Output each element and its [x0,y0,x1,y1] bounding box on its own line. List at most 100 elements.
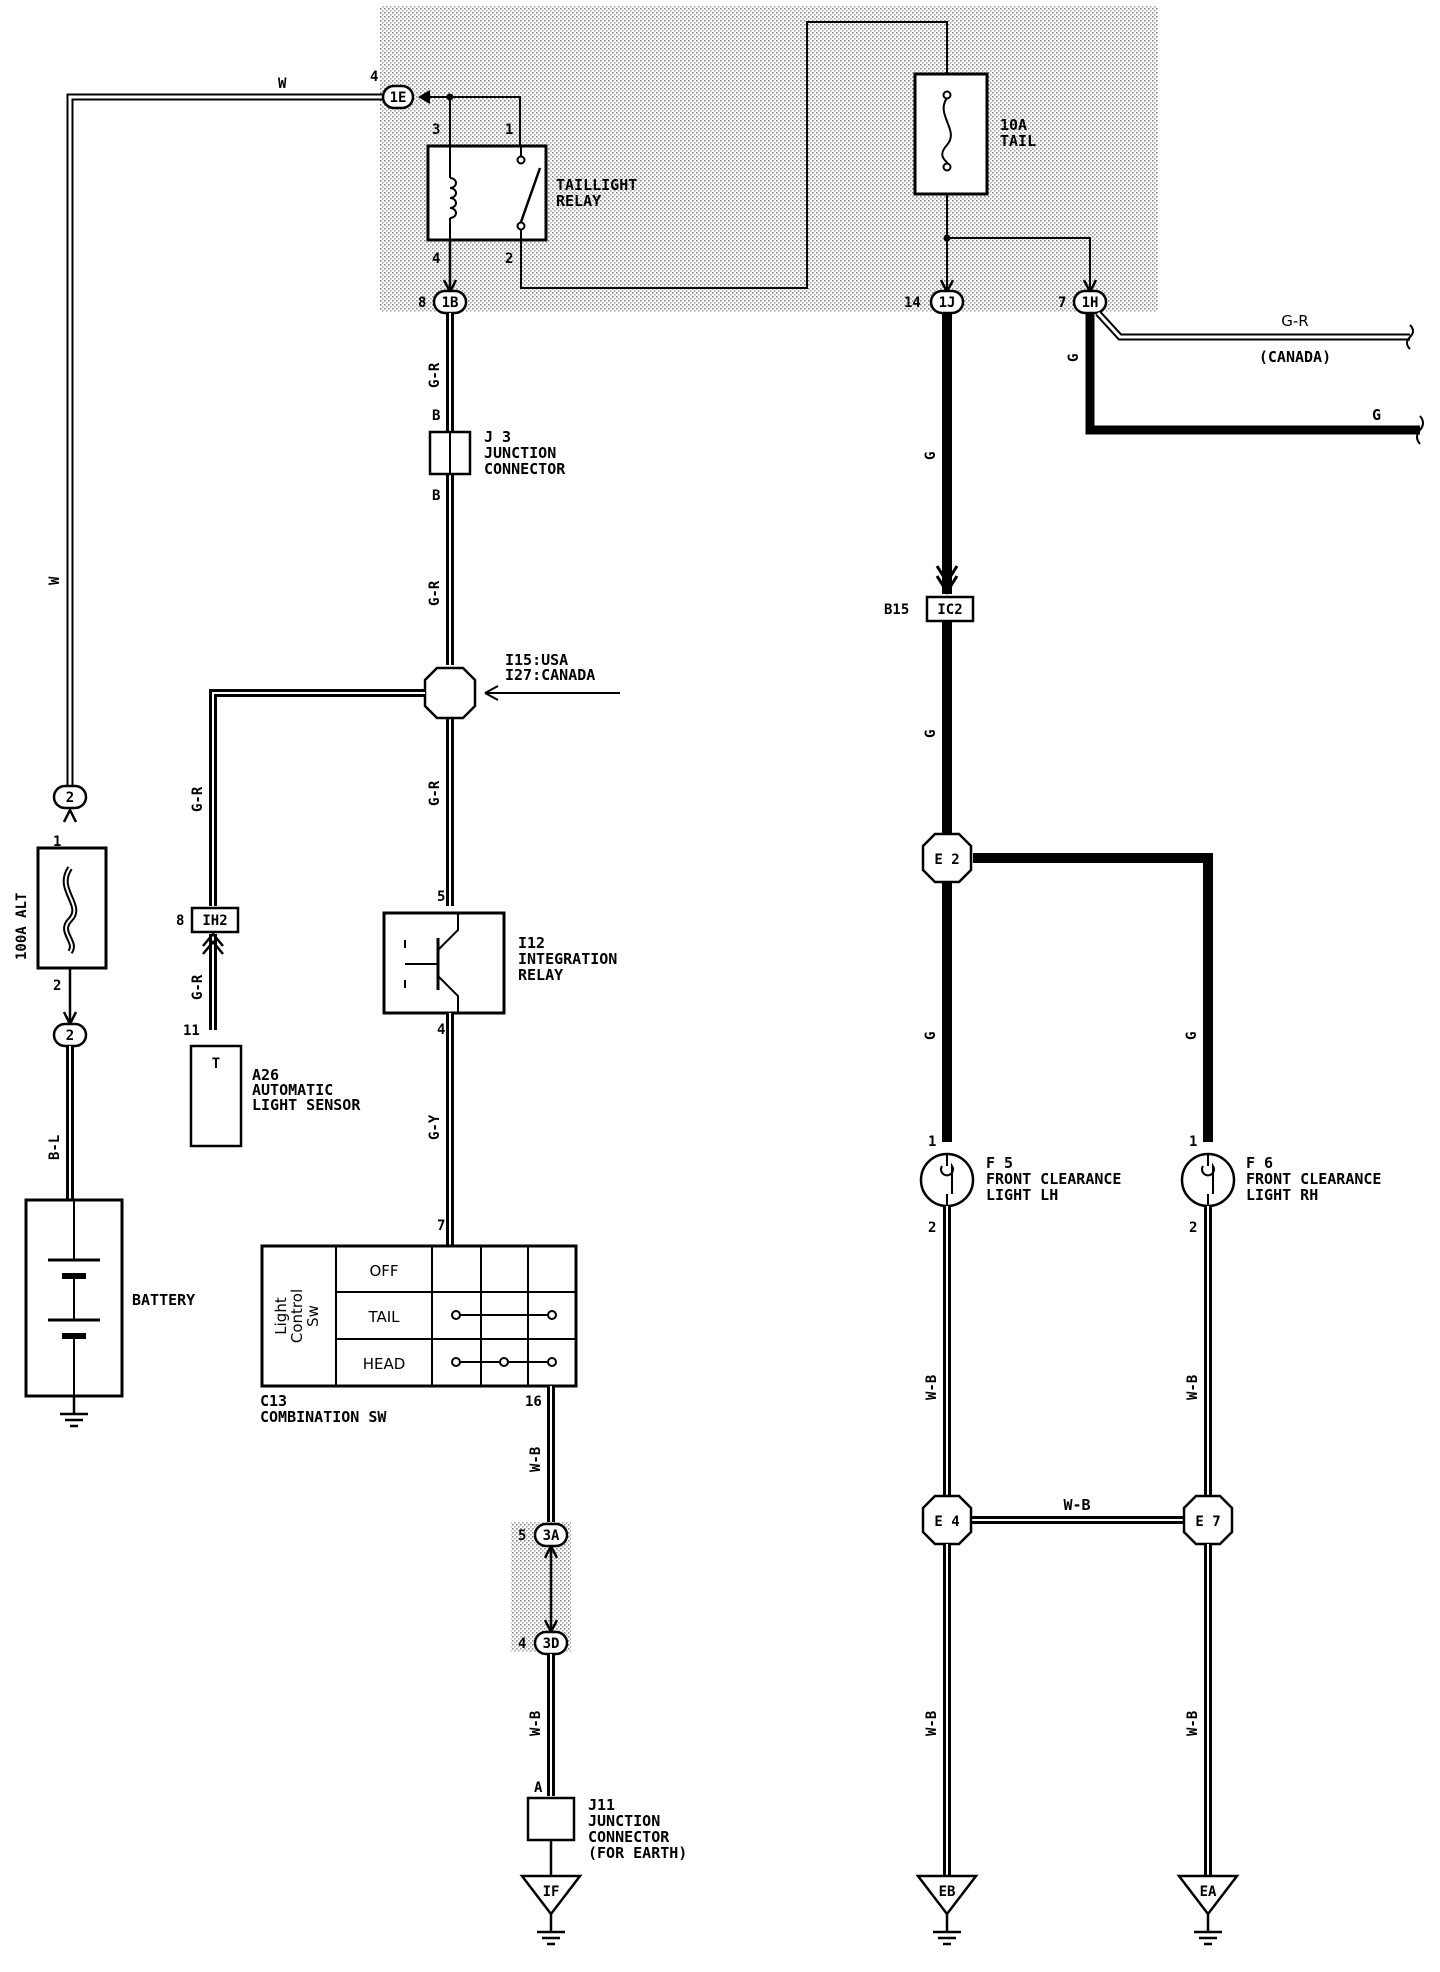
svg-text:5: 5 [437,889,445,905]
svg-text:14: 14 [904,295,921,311]
svg-text:100A ALT: 100A ALT [14,893,30,960]
svg-text:A: A [534,1780,543,1796]
connector-1j: 1J 14 [904,289,965,315]
svg-text:LightControlSw: LightControlSw [272,1289,322,1343]
wire-wb-to-grounds: W-B W-B [924,1544,1212,1876]
svg-text:EB: EB [939,1884,956,1900]
svg-text:G: G [923,730,939,738]
svg-text:T: T [212,1056,220,1072]
svg-text:8: 8 [176,913,184,929]
c13-row-head: HEAD [363,1355,406,1373]
wire-gy: G-Y 7 [427,1013,454,1246]
svg-text:16: 16 [525,1394,542,1410]
fuse-label-1: 10A [1000,116,1027,134]
svg-text:1B: 1B [442,295,459,311]
svg-text:4: 4 [370,69,378,85]
svg-text:4: 4 [432,251,440,267]
svg-text:3A: 3A [543,1528,560,1544]
wire-w-battery-feed [66,93,383,786]
svg-text:7: 7 [437,1218,445,1234]
svg-text:2: 2 [1189,1220,1197,1236]
svg-text:1H: 1H [1082,295,1099,311]
svg-text:5: 5 [518,1528,526,1544]
svg-text:G-Y: G-Y [427,1114,443,1140]
svg-text:W-B: W-B [1063,1496,1090,1514]
svg-text:1J: 1J [939,295,956,311]
svg-text:2: 2 [928,1220,936,1236]
svg-text:G-R: G-R [190,974,206,1000]
svg-text:IH2: IH2 [202,913,227,929]
wire-wb-c13-ground: W-B 3A 5 3D 4 W-B [511,1386,571,1796]
svg-text:W: W [47,576,63,585]
svg-text:3: 3 [432,122,440,138]
splice-e4: E 4 [921,1494,973,1546]
svg-text:2: 2 [66,790,74,806]
svg-text:G-R: G-R [427,580,443,606]
splice-e7: E 7 [1182,1494,1234,1546]
svg-text:8: 8 [418,295,426,311]
svg-text:G: G [1184,1032,1200,1040]
svg-text:BATTERY: BATTERY [132,1291,195,1309]
wire-wb-clearance: W-B W-B W-B [924,1206,1212,1524]
c13-row-tail: TAIL [367,1308,400,1326]
svg-text:2: 2 [66,1028,74,1044]
svg-text:G: G [923,452,939,460]
svg-text:7: 7 [1058,295,1066,311]
svg-text:W-B: W-B [528,1711,544,1736]
wire-bl: B-L W W [47,76,287,1200]
wire-to-light-sensor: G-R G-R [190,689,425,1030]
svg-text:W-B: W-B [924,1375,940,1400]
svg-text:G-R: G-R [1281,312,1308,330]
svg-text:B-L: B-L [47,1135,63,1160]
svg-text:W: W [278,76,287,92]
c13-row-off: OFF [369,1262,398,1280]
svg-text:IC2: IC2 [937,602,962,618]
svg-text:E 2: E 2 [934,852,959,868]
svg-text:W-B: W-B [1185,1375,1201,1400]
connector-1e: 1E 4 [370,69,430,110]
svg-text:EA: EA [1200,1884,1217,1900]
svg-text:G: G [1066,354,1082,362]
svg-text:G: G [923,1032,939,1040]
alt-fuse-100a: 2 1 100A ALT 2 2 [14,784,108,1048]
battery: BATTERY [24,1198,195,1428]
svg-text:IF: IF [543,1884,560,1900]
svg-text:G-R: G-R [427,780,443,806]
wire-relay-to-fuse [520,21,948,289]
svg-text:W-B: W-B [528,1447,544,1472]
svg-text:W-B: W-B [924,1711,940,1736]
svg-text:4: 4 [518,1636,526,1652]
svg-text:3D: 3D [543,1636,560,1652]
connector-1b: 1B 8 [418,289,468,315]
svg-text:(CANADA): (CANADA) [1259,348,1331,366]
svg-text:E 7: E 7 [1195,1514,1220,1530]
connector-1h: 1H 7 [1058,289,1108,315]
svg-text:B: B [432,488,440,504]
svg-text:1E: 1E [390,90,407,106]
svg-text:1: 1 [505,122,513,138]
svg-text:1: 1 [53,834,61,850]
svg-text:G-R: G-R [427,362,443,388]
svg-text:W-B: W-B [1185,1711,1201,1736]
ground-ea: EA [1176,1874,1240,1946]
svg-text:G-R: G-R [190,786,206,812]
wire-gr-main: G-R G-R G-R [427,313,454,906]
connector-ih2: IH2 8 [176,906,240,934]
svg-text:1: 1 [928,1134,936,1150]
